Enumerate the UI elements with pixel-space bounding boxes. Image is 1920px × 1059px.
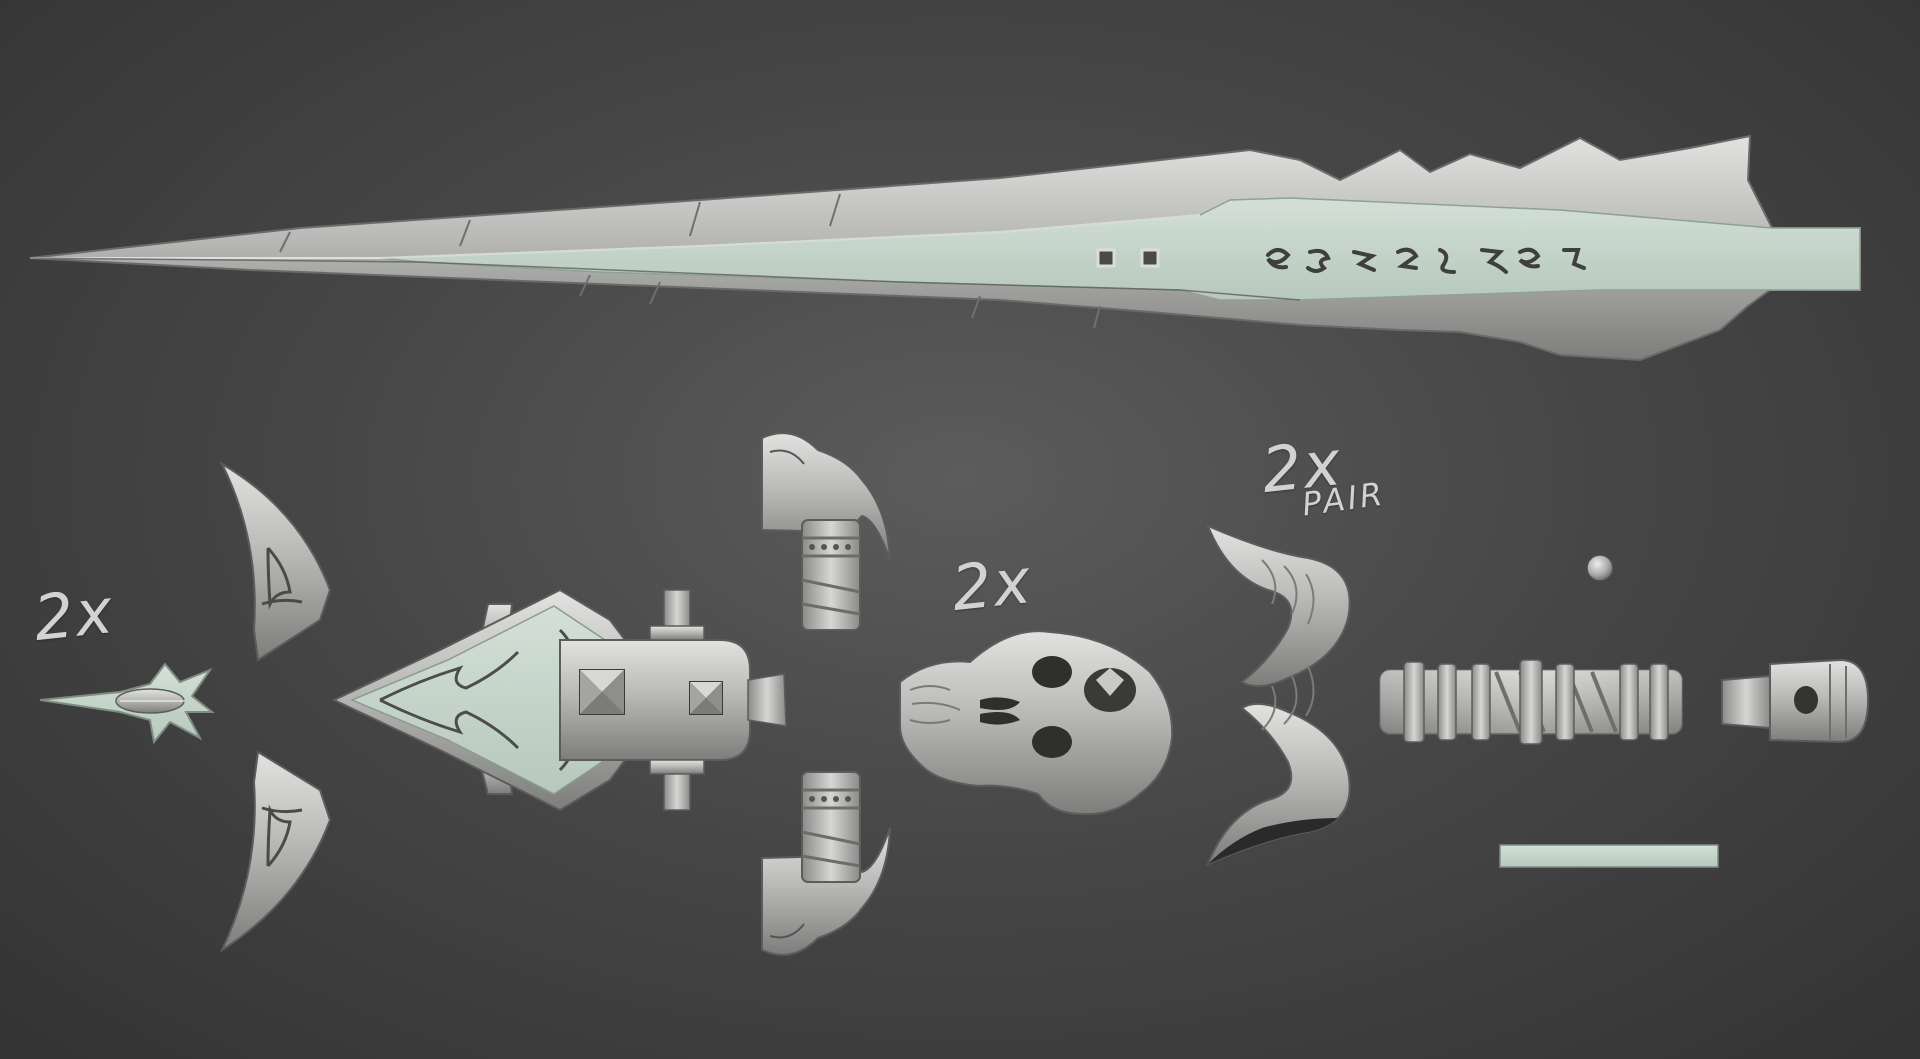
pommel-gem-piece-icon <box>39 662 215 745</box>
quantity-label-skull: 2x <box>948 544 1036 625</box>
strip-plate-icon <box>1499 844 1719 868</box>
quantity-label-guard-piece: 2x <box>30 574 118 655</box>
crossguard-core-icon <box>331 588 787 812</box>
rune-engraving <box>1266 247 1586 274</box>
small-bead-icon <box>1586 554 1614 582</box>
ram-horn-icon <box>1206 524 1351 688</box>
curved-spike-icon <box>219 461 332 662</box>
ram-horn-icon <box>1206 665 1351 866</box>
grip-handle-icon <box>1379 659 1683 745</box>
grip-handle-icon <box>761 432 891 631</box>
grip-handle-icon <box>761 771 891 956</box>
pommel-cap-icon <box>1721 658 1870 744</box>
curved-spike-icon <box>219 750 332 953</box>
sword-blade-icon <box>29 134 1861 362</box>
skull-icon <box>899 630 1174 816</box>
